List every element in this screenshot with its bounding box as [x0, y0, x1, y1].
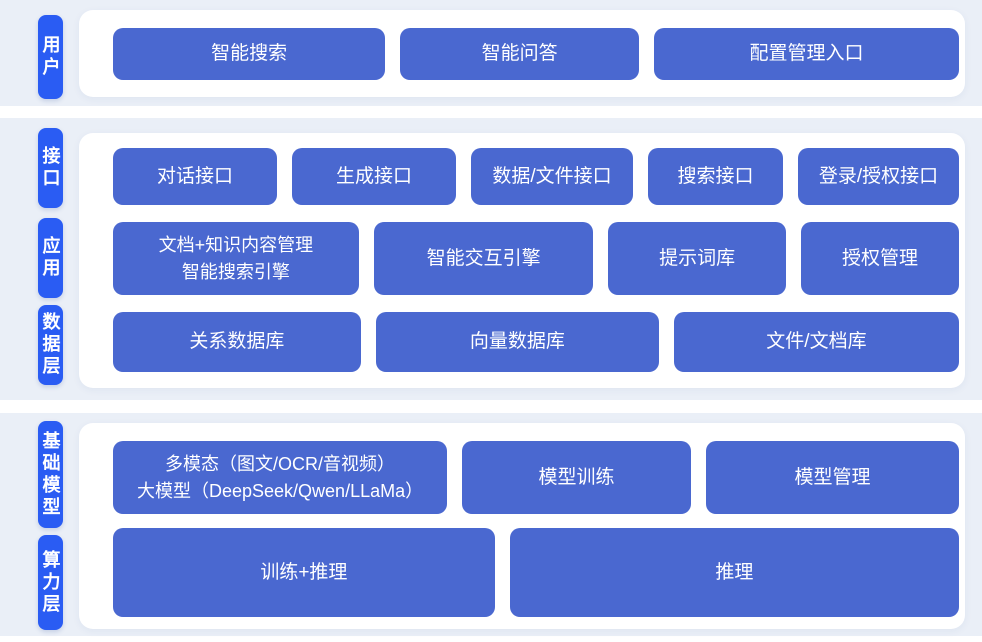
block-multimodal-llm: 多模态（图文/OCR/音视频） 大模型（DeepSeek/Qwen/LLaMa） — [113, 441, 448, 514]
interface-row: 对话接口 生成接口 数据/文件接口 搜索接口 登录/授权接口 — [113, 148, 959, 205]
block-doc-knowledge-search-engine: 文档+知识内容管理 智能搜索引擎 — [113, 222, 359, 295]
block-auth-management: 授权管理 — [800, 222, 959, 295]
bottom-label-column: 基础模型 算力层 — [38, 421, 63, 636]
layer-label-data: 数据层 — [38, 305, 63, 385]
block-smart-search: 智能搜索 — [113, 27, 386, 80]
block-config-entry: 配置管理入口 — [653, 27, 959, 80]
block-login-auth-api: 登录/授权接口 — [797, 148, 959, 205]
application-row: 文档+知识内容管理 智能搜索引擎 智能交互引擎 提示词库 授权管理 — [113, 222, 959, 295]
block-generation-api: 生成接口 — [292, 148, 456, 205]
user-row: 智能搜索 智能问答 配置管理入口 — [113, 27, 959, 80]
layer-label-interface: 接口 — [38, 128, 63, 208]
user-card: 智能搜索 智能问答 配置管理入口 — [79, 10, 965, 97]
block-training-inference: 训练+推理 — [113, 528, 495, 617]
block-data-file-api: 数据/文件接口 — [471, 148, 634, 205]
layer-band-user: 用户 智能搜索 智能问答 配置管理入口 — [0, 0, 982, 106]
block-interaction-engine: 智能交互引擎 — [373, 222, 594, 295]
block-search-api: 搜索接口 — [648, 148, 783, 205]
data-row: 关系数据库 向量数据库 文件/文档库 — [113, 312, 959, 372]
middle-card: 对话接口 生成接口 数据/文件接口 搜索接口 登录/授权接口 文档+知识内容管理… — [79, 133, 965, 388]
user-label-column: 用户 — [38, 10, 63, 106]
block-prompt-library: 提示词库 — [608, 222, 786, 295]
layer-band-middle: 接口 应用 数据层 对话接口 生成接口 数据/文件接口 搜索接口 登录/授权接口… — [0, 118, 982, 400]
block-model-training: 模型训练 — [462, 441, 691, 514]
middle-label-column: 接口 应用 数据层 — [38, 128, 63, 400]
block-dialog-api: 对话接口 — [113, 148, 277, 205]
block-inference: 推理 — [509, 528, 959, 617]
block-vector-db: 向量数据库 — [375, 312, 659, 372]
layer-band-bottom: 基础模型 算力层 多模态（图文/OCR/音视频） 大模型（DeepSeek/Qw… — [0, 413, 982, 636]
layer-label-user: 用户 — [38, 15, 63, 99]
block-relational-db: 关系数据库 — [113, 312, 361, 372]
block-model-management: 模型管理 — [705, 441, 959, 514]
compute-row: 训练+推理 推理 — [113, 528, 959, 617]
model-row: 多模态（图文/OCR/音视频） 大模型（DeepSeek/Qwen/LLaMa）… — [113, 441, 959, 514]
block-smart-qa: 智能问答 — [400, 27, 639, 80]
layer-label-application: 应用 — [38, 218, 63, 298]
layer-label-foundation-model: 基础模型 — [38, 421, 63, 528]
layer-label-compute: 算力层 — [38, 535, 63, 630]
bottom-card: 多模态（图文/OCR/音视频） 大模型（DeepSeek/Qwen/LLaMa）… — [79, 423, 965, 629]
block-file-doc-store: 文件/文档库 — [673, 312, 959, 372]
